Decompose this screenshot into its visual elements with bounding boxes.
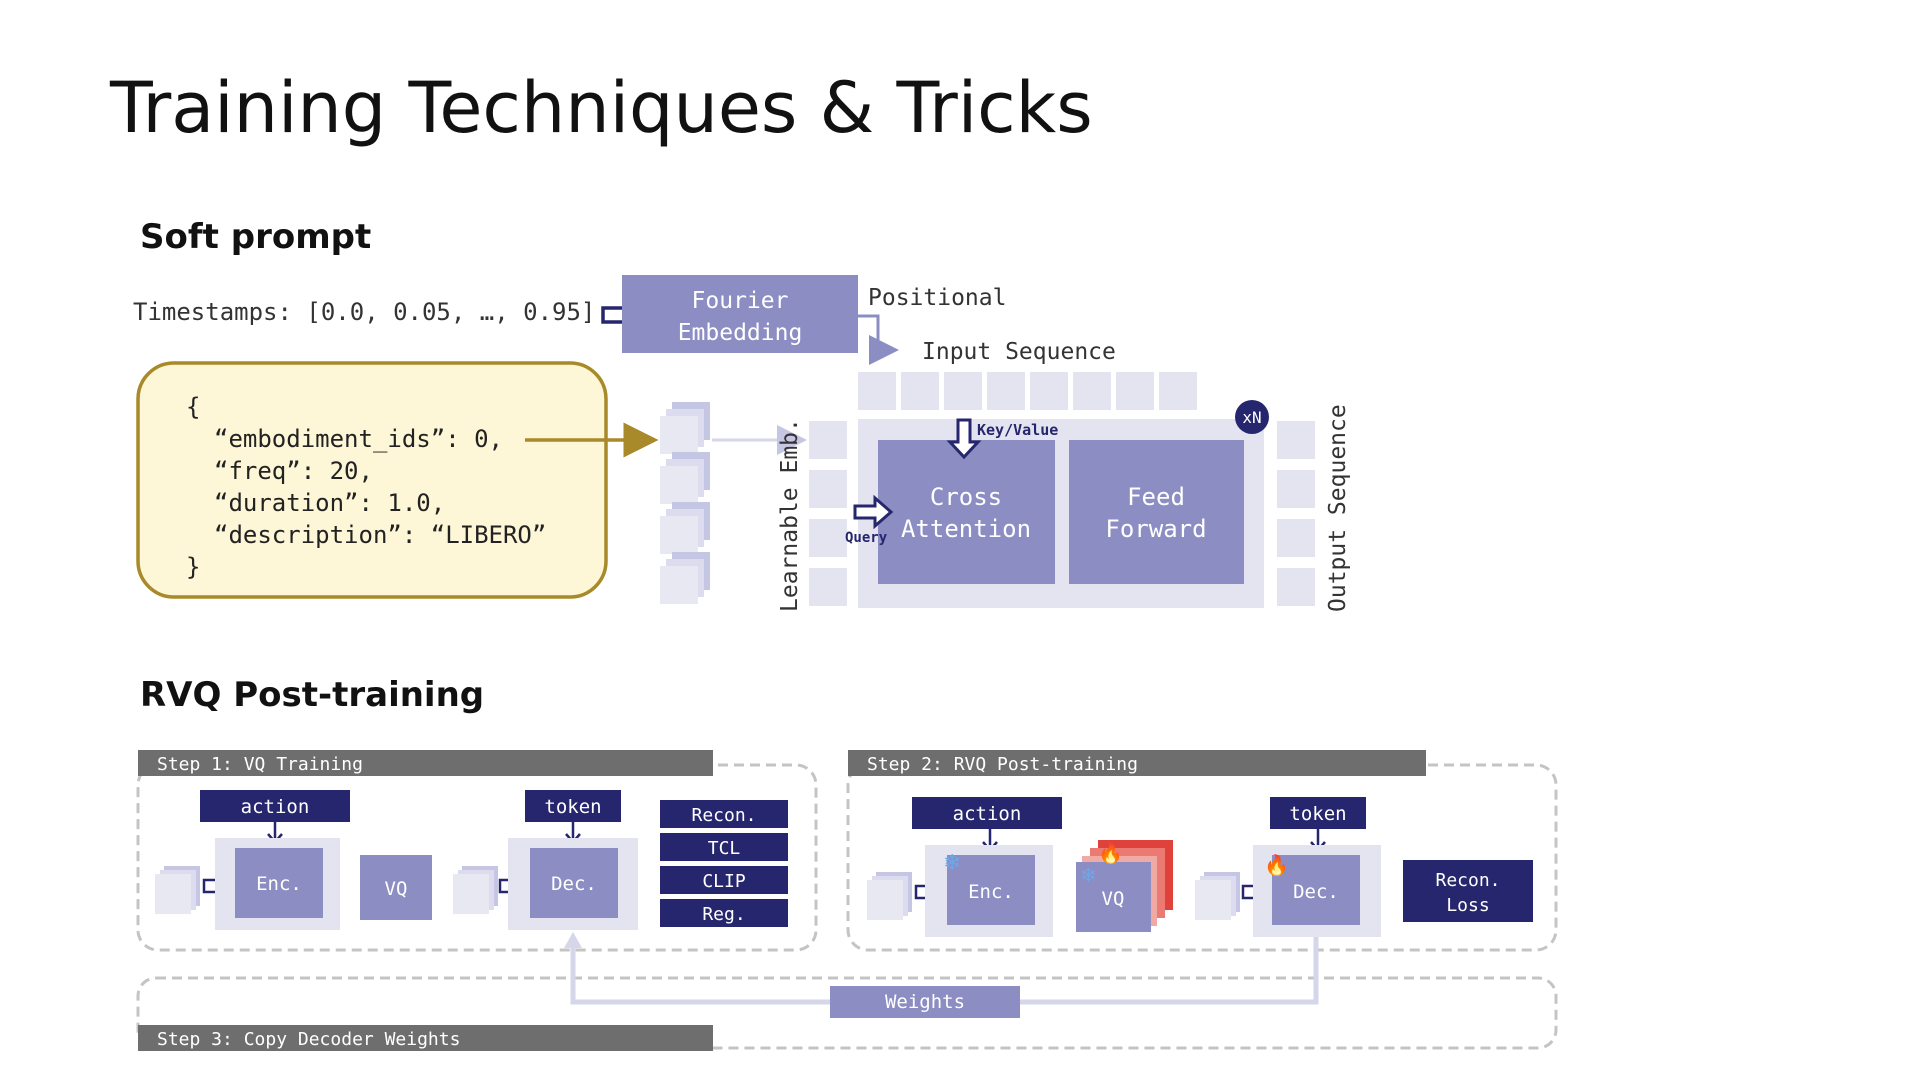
recon-loss-line2: Loss [1446, 895, 1489, 916]
step3-label: Step 3: Copy Decoder Weights [157, 1029, 460, 1050]
step2-action-label: action [953, 803, 1022, 825]
weights-box [830, 986, 1020, 1018]
json-line: “embodiment_ids”: 0, [214, 425, 503, 453]
positional-arrow [858, 314, 899, 365]
copy-weights-arrowhead [564, 932, 582, 948]
loss-box [660, 866, 788, 894]
output-sequence-column [1277, 421, 1315, 606]
feed-forward-box [1069, 440, 1244, 584]
step2-dec-input-stack [1195, 872, 1240, 920]
loss-label: Recon. [691, 805, 756, 826]
loss-label: TCL [708, 838, 741, 859]
xn-label: xN [1242, 408, 1261, 427]
step1-action-label: action [241, 796, 310, 818]
step2-token-label: token [1289, 803, 1346, 825]
input-token [1159, 372, 1197, 410]
loss-label: CLIP [702, 871, 746, 892]
input-token [987, 372, 1025, 410]
input-token [858, 372, 896, 410]
fourier-embedding-line2: Embedding [678, 320, 803, 346]
step2-enc-label: Enc. [968, 881, 1014, 903]
step1-vq-label: VQ [385, 878, 408, 900]
cross-attention-line1: Cross [930, 483, 1002, 511]
loss-box [660, 800, 788, 828]
step2-container [846, 763, 1558, 952]
step1-token-label: token [544, 796, 601, 818]
step1-header-bar [138, 750, 713, 776]
loss-box [660, 833, 788, 861]
step1-token-box [525, 790, 621, 822]
prompt-embedding-stack [660, 402, 710, 604]
query-arrow [853, 494, 894, 530]
loss-label: Reg. [702, 904, 745, 925]
json-line: “duration”: 1.0, [214, 489, 445, 517]
input-token [901, 372, 939, 410]
timestamps-text: Timestamps: [0.0, 0.05, …, 0.95] [133, 298, 595, 326]
step2-dec-label: Dec. [1293, 881, 1339, 903]
step2-dec-box [1272, 855, 1360, 925]
feed-forward-line2: Forward [1105, 515, 1206, 543]
step2-header-bar [848, 750, 1426, 776]
step1-dec-input-stack [453, 866, 498, 914]
xn-badge [1235, 400, 1269, 434]
input-token [944, 372, 982, 410]
cross-attention-line2: Attention [901, 515, 1031, 543]
rvq-heading: RVQ Post-training [140, 675, 484, 715]
fourier-embedding-box [622, 275, 858, 353]
frozen-snowflake-icon: ❄ [1080, 865, 1097, 887]
step1-dec-box [530, 848, 618, 918]
learnable-embedding-column [809, 421, 847, 606]
input-token [1073, 372, 1111, 410]
fourier-embedding-line1: Fourier [692, 288, 789, 314]
positional-label: Positional [868, 285, 1006, 311]
recon-loss-line1: Recon. [1435, 870, 1500, 891]
input-token [1030, 372, 1068, 410]
step2-vq-label: VQ [1102, 888, 1125, 910]
step2-input-stack [867, 872, 912, 920]
json-line: “description”: “LIBERO” [214, 521, 546, 549]
frozen-snowflake-icon: ❄ [943, 850, 961, 875]
input-sequence-label: Input Sequence [922, 339, 1116, 365]
step2-token-box [1270, 797, 1366, 829]
step1-action-box [200, 790, 350, 822]
step1-loss-list: Recon. TCL CLIP Reg. [660, 800, 788, 927]
step2-action-box [912, 797, 1062, 829]
step1-enc-label: Enc. [256, 873, 302, 895]
trainable-flame-icon: 🔥 [1098, 841, 1123, 865]
soft-prompt-heading: Soft prompt [140, 217, 371, 257]
step2-vq-box [1076, 862, 1151, 932]
json-line: { [186, 393, 200, 421]
feed-forward-line1: Feed [1127, 483, 1185, 511]
step1-container [136, 763, 818, 952]
step3-container [136, 976, 1558, 1050]
step1-input-stack [155, 866, 200, 914]
loss-box [660, 899, 788, 927]
input-sequence-tokens [858, 372, 1197, 410]
key-value-label: Key/Value [977, 421, 1058, 439]
recon-loss-box [1403, 860, 1533, 922]
step2-enc-box [947, 855, 1035, 925]
step3-header-bar [138, 1025, 713, 1051]
slide-title: Training Techniques & Tricks [109, 67, 1093, 149]
step1-dec-label: Dec. [551, 873, 597, 895]
step2-vq-stack [1076, 840, 1173, 932]
step1-enc-box [235, 848, 323, 918]
json-line: } [186, 553, 200, 581]
input-token [1116, 372, 1154, 410]
step2-label: Step 2: RVQ Post-training [867, 754, 1138, 775]
query-label: Query [845, 530, 888, 546]
cross-attention-box [878, 440, 1055, 584]
step1-label: Step 1: VQ Training [157, 754, 363, 775]
learnable-emb-label: Learnable Emb. [777, 418, 803, 612]
json-prompt-box [136, 361, 608, 599]
trainable-flame-icon: 🔥 [1264, 853, 1289, 877]
step1-vq-box [360, 855, 432, 920]
output-sequence-label: Output Sequence [1325, 404, 1351, 612]
weights-label: Weights [885, 991, 965, 1013]
json-line: “freq”: 20, [214, 457, 373, 485]
key-value-arrow [946, 418, 982, 460]
